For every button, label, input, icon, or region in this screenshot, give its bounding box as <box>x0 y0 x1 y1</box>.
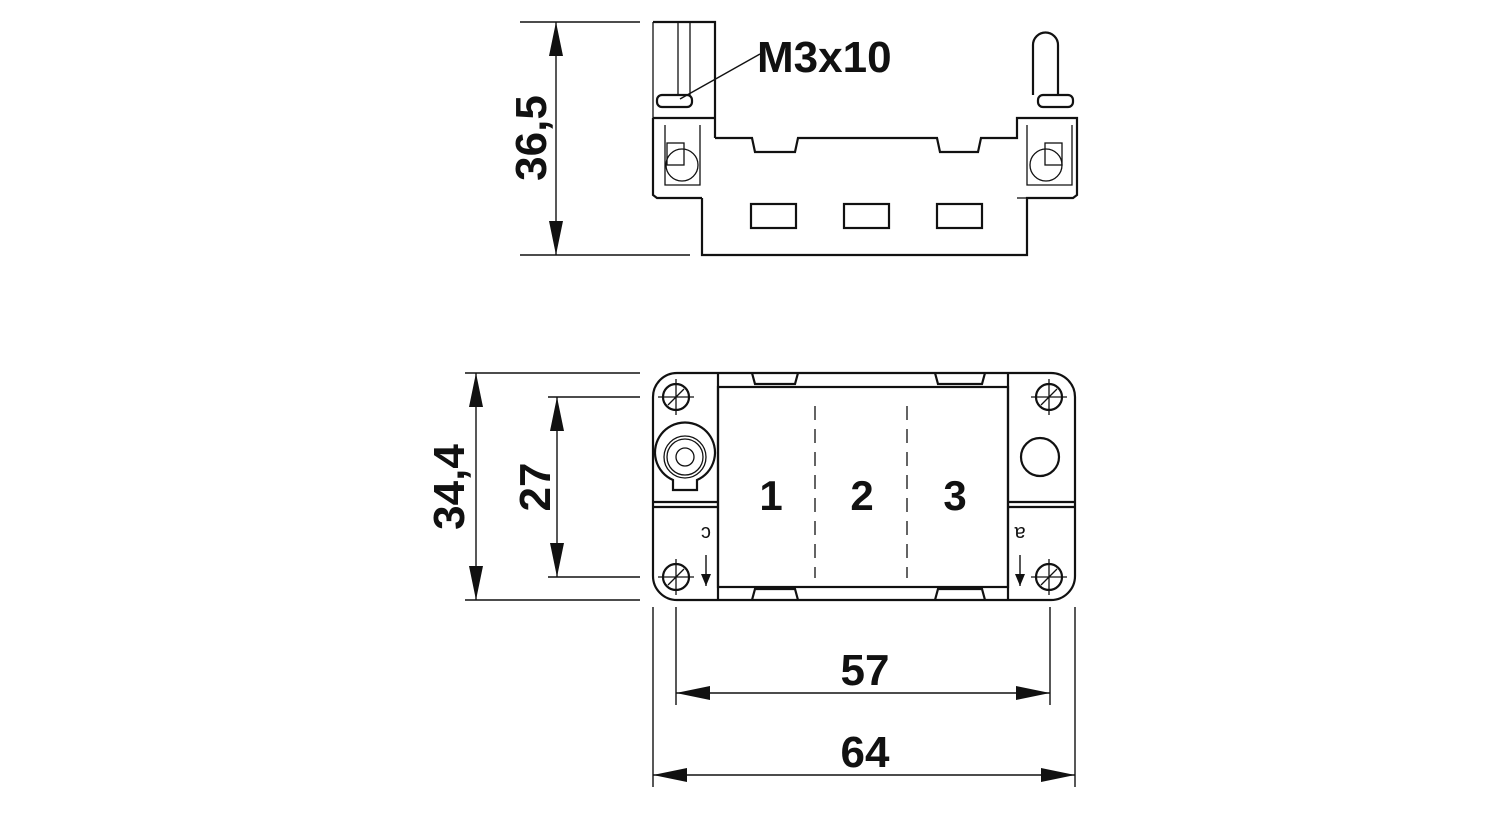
side-marker-a: a <box>1014 522 1026 544</box>
screw-head-left <box>655 93 694 109</box>
height-dimension-36-5: 36,5 <box>507 21 690 256</box>
width-dimension-57: 57 <box>675 607 1051 705</box>
screw-icon <box>1031 379 1067 415</box>
screw-callout: M3x10 <box>757 33 892 82</box>
contact-number-3: 3 <box>943 472 966 519</box>
callout-leader <box>679 53 761 100</box>
contact-number-1: 1 <box>759 472 782 519</box>
dimension-label-34-4: 34,4 <box>425 444 474 530</box>
housing-outline <box>651 371 1077 602</box>
window-1 <box>749 202 798 230</box>
contact-number-2: 2 <box>850 472 873 519</box>
screw-head-right <box>1036 93 1075 109</box>
screw-icon <box>658 559 694 595</box>
width-dimension-64: 64 <box>652 607 1076 787</box>
plan-view: 1 2 3 c a <box>425 371 1077 787</box>
dimension-label-57: 57 <box>841 646 890 695</box>
dimension-label-27: 27 <box>511 463 560 512</box>
insert-face <box>716 385 1010 589</box>
window-3 <box>935 202 984 230</box>
coding-element-icon <box>653 421 717 492</box>
side-marker-c: c <box>701 522 711 544</box>
guide-pin <box>1031 31 1060 95</box>
dimension-label-36-5: 36,5 <box>507 95 556 181</box>
height-dimension-34-4: 34,4 <box>425 372 640 601</box>
window-2 <box>842 202 891 230</box>
height-dimension-27: 27 <box>511 396 640 578</box>
screw-left-side <box>665 148 699 182</box>
screw-icon <box>1031 559 1067 595</box>
screw-icon <box>658 379 694 415</box>
side-view: 36,5 M3x10 <box>507 20 1079 257</box>
dimension-label-64: 64 <box>841 728 890 777</box>
guide-hole <box>1019 436 1061 478</box>
